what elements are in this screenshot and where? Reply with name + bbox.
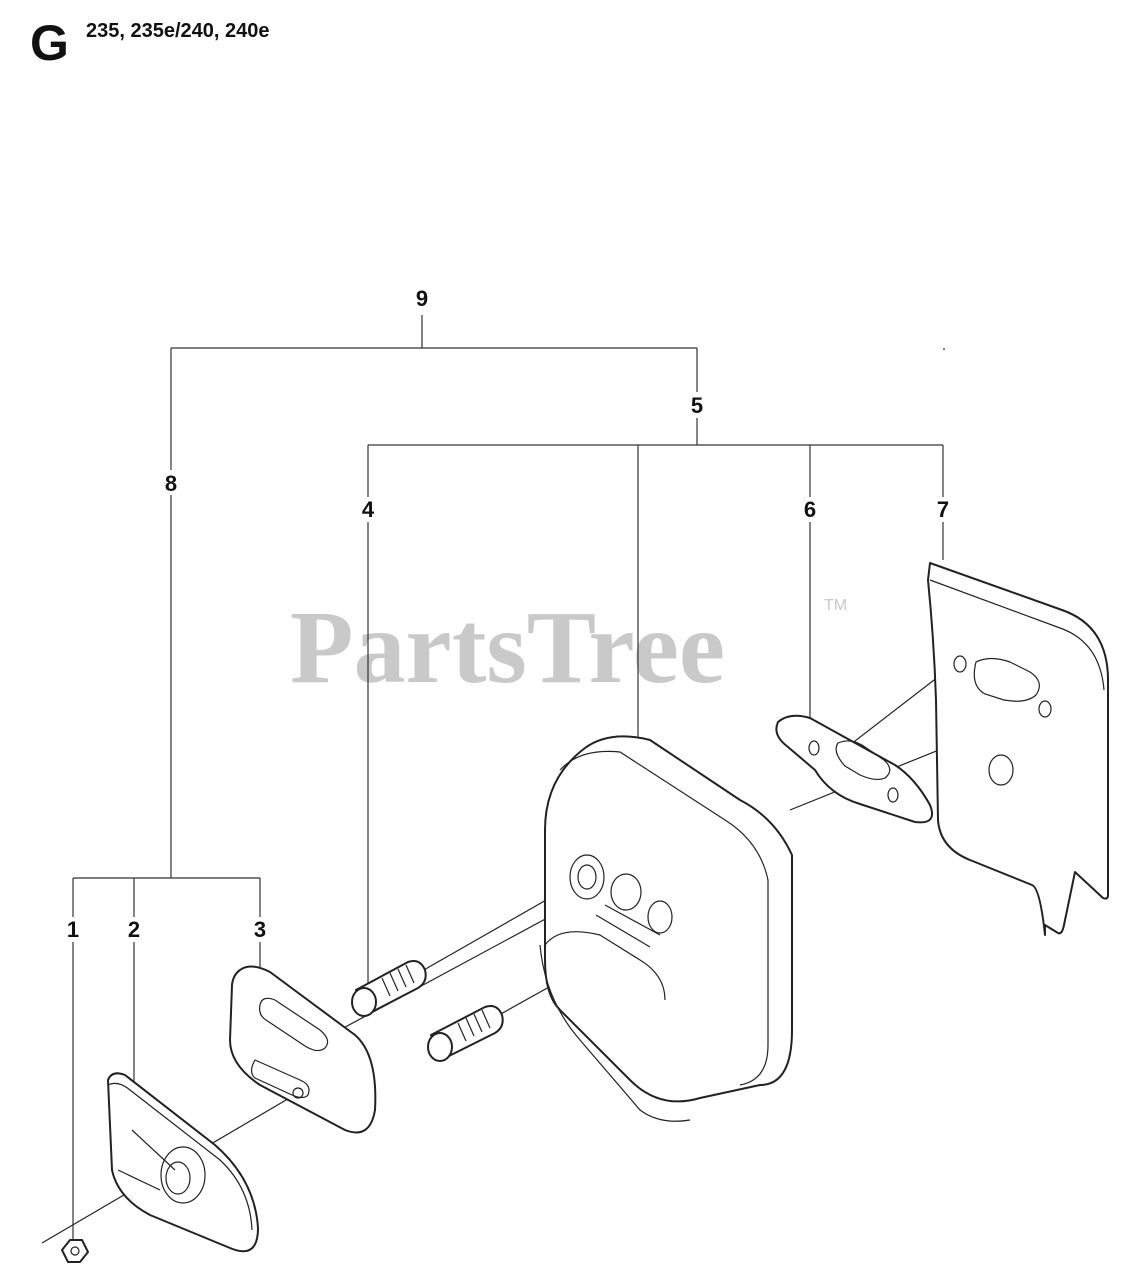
muffler-gasket [775,714,934,824]
baffle-plate [229,965,377,1134]
callout-tree [72,315,944,1262]
model-list: 235, 235e/240, 240e [86,20,270,42]
heat-shield-plate [927,562,1109,936]
callout-6: 6 [804,497,816,522]
lock-nut [61,1239,89,1263]
callout-3: 3 [254,917,266,942]
callout-5: 5 [691,393,703,418]
muffler-body [539,735,793,1122]
stray-mark [943,348,945,350]
callout-8: 8 [165,471,177,496]
screw-lower [427,1005,504,1062]
muffler-cover [107,1072,259,1253]
section-letter: G [30,15,69,71]
callout-2: 2 [128,917,140,942]
watermark-trademark: TM [824,597,847,614]
callout-1: 1 [67,917,79,942]
screw-upper [351,960,427,1017]
callout-9: 9 [416,286,428,311]
callout-4: 4 [362,497,375,522]
callout-7: 7 [937,497,949,522]
watermark-text: PartsTree [290,590,725,705]
